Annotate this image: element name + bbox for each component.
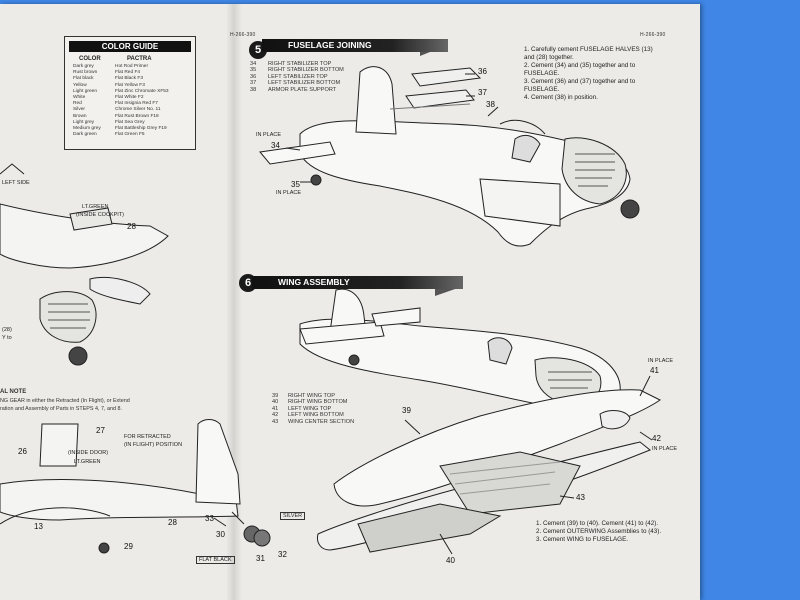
wing-center-section	[439, 451, 581, 515]
pactra-item: Flat Sea Grey	[115, 119, 145, 125]
pactra-list: Hot Rod Primer Flat Red F4 Flat Black F3…	[115, 64, 169, 138]
callout-32: 32	[278, 550, 287, 559]
step5-legend: RIGHT STABILIZER TOP RIGHT STABILIZER BO…	[268, 61, 344, 93]
step5-instructions: 1. Carefully cement FUSELAGE HALVES (13)…	[524, 46, 653, 101]
partial-text: (28)	[2, 327, 12, 333]
note-title: AL NOTE	[0, 389, 27, 395]
color-item: Dark grey	[73, 64, 94, 69]
color-item: Yellow	[73, 82, 87, 88]
note-line: ration and Assembly of Parts in STEPS 4,…	[0, 406, 122, 412]
inside-door-label: (INSIDE DOOR)	[68, 450, 109, 456]
legend-item: LEFT WING TOP	[288, 405, 332, 412]
callout-28: 28	[127, 222, 136, 231]
callout-13: 13	[34, 522, 43, 531]
legend-item: RIGHT WING TOP	[288, 393, 335, 399]
callout-33: 33	[205, 514, 214, 523]
callout-43: 43	[576, 493, 585, 502]
legend-item: RIGHT STABILIZER BOTTOM	[268, 67, 344, 74]
legend-item: ARMOR PLATE SUPPORT	[268, 86, 337, 93]
legend-item: LEFT STABILIZER TOP	[268, 73, 328, 80]
callout-36: 36	[478, 67, 487, 76]
silver-label: SILVER	[280, 512, 306, 520]
callout-30: 30	[216, 530, 225, 539]
color-item: Red	[73, 101, 82, 107]
in-flight-label: (IN FLIGHT) POSITION	[124, 442, 183, 448]
color-item: Light grey	[73, 119, 95, 125]
callout-28: 28	[168, 518, 177, 527]
pactra-item: Flat Rust Brown F18	[115, 113, 159, 119]
inside-cockpit-label: (INSIDE COCKPIT)	[76, 212, 124, 218]
callout-42: 42	[652, 434, 661, 443]
pactra-item: Flat Insignia Red F7	[115, 101, 158, 107]
callout-29: 29	[124, 542, 133, 551]
color-item: Rust brown	[73, 70, 98, 76]
legend-item: WING CENTER SECTION	[288, 418, 355, 425]
pactra-item: Hot Rod Primer	[115, 64, 149, 69]
step6-legend-nums: 39 40 41 42 43	[272, 393, 279, 425]
note-line: NG GEAR in either the Retracted (In Flig…	[0, 398, 130, 404]
pactra-item: Flat Yellow F3	[115, 82, 145, 88]
callout-35: 35	[291, 180, 300, 189]
tail-fin	[355, 66, 397, 135]
stabilizer-part-37	[405, 89, 475, 109]
stabilizer	[259, 141, 336, 165]
pactra-item: Flat Battleship Grey F19	[115, 126, 167, 132]
wheel-icon	[620, 199, 640, 219]
lt-green-label: LT.GREEN	[82, 204, 109, 210]
left-side-label: LEFT SIDE	[2, 180, 30, 186]
color-item: Light green	[73, 88, 98, 94]
step6-instructions: 1. Cement (39) to (40). Cement (41) to (…	[536, 520, 662, 543]
gear-door	[39, 423, 79, 467]
flat-black-label: FLAT BLACK	[196, 556, 235, 564]
callout-37: 37	[478, 88, 487, 97]
doc-code-right: H-266-390	[640, 32, 666, 38]
step5-legend-nums: 34 35 36 37 38	[250, 61, 257, 93]
callout-34: 34	[271, 141, 280, 150]
color-item: White	[73, 95, 86, 101]
color-item: Dark green	[73, 132, 97, 138]
step6-title: WING ASSEMBLY	[252, 276, 463, 289]
color-item: Brown	[73, 113, 87, 119]
in-place-label: IN PLACE	[276, 190, 302, 196]
stabilizer-part-36	[411, 67, 482, 87]
pactra-item: Flat Zinc Chromate XF53	[115, 88, 169, 94]
legend-item: RIGHT WING BOTTOM	[288, 399, 348, 406]
pactra-item: Flat White F2	[115, 95, 144, 101]
color-guide-title: COLOR GUIDE	[69, 41, 191, 52]
color-item: Medium grey	[73, 126, 101, 132]
callout-38: 38	[486, 100, 495, 109]
color-column-header: COLOR	[79, 56, 101, 62]
for-retracted-label: FOR RETRACTED	[124, 434, 171, 440]
pactra-item: Flat Green F5	[115, 132, 145, 138]
callout-26: 26	[18, 447, 27, 456]
lt-green-label: LT.GREEN	[74, 459, 101, 465]
callout-27: 27	[96, 426, 105, 435]
assembly-drawings	[0, 42, 661, 555]
color-guide-box: COLOR GUIDE COLOR PACTRA Dark grey Rust …	[64, 36, 196, 150]
legend-item: RIGHT STABILIZER TOP	[268, 61, 332, 67]
in-place-label: IN PLACE	[652, 446, 678, 452]
pactra-item: Flat Black F3	[115, 76, 143, 82]
pactra-item: Chrome Silver No. 11	[115, 107, 161, 113]
callout-31: 31	[256, 554, 265, 563]
callout-41: 41	[650, 366, 659, 375]
instruction-sheet: H-266-390 H-266-390 COLOR GUIDE COLOR PA…	[0, 4, 700, 600]
in-place-label: IN PLACE	[648, 358, 674, 364]
legend-item: LEFT STABILIZER BOTTOM	[268, 80, 341, 87]
pactra-item: Flat Red F4	[115, 70, 141, 76]
in-place-label: IN PLACE	[256, 132, 282, 138]
pactra-column-header: PACTRA	[127, 56, 152, 62]
callout-39: 39	[402, 406, 411, 415]
step5-title: FUSELAGE JOINING	[262, 39, 448, 52]
color-list: Dark grey Rust brown Flat black Yellow L…	[73, 64, 101, 138]
callout-40: 40	[446, 556, 455, 565]
legend-item: LEFT WING BOTTOM	[288, 412, 344, 419]
partial-text: Y to	[2, 335, 12, 341]
wing-upper	[333, 389, 661, 507]
color-item: Flat black	[73, 76, 94, 82]
pilot-figure	[511, 134, 541, 163]
doc-code-left: H-266-390	[230, 32, 256, 38]
color-item: Silver	[73, 107, 85, 113]
step6-legend: RIGHT WING TOP RIGHT WING BOTTOM LEFT WI…	[288, 393, 354, 425]
